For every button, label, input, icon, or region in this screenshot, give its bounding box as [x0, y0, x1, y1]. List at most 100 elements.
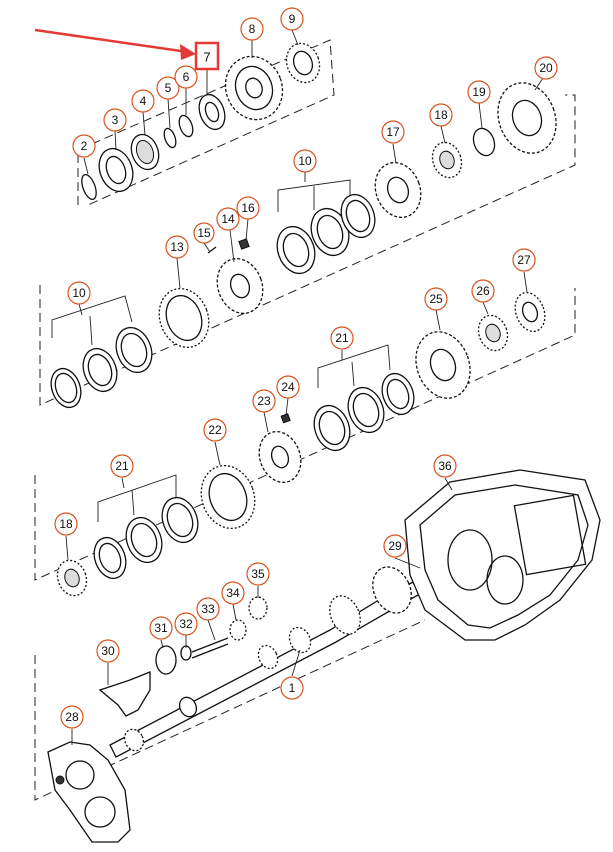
callout-20: 20: [534, 56, 558, 80]
callout-25: 25: [424, 287, 448, 311]
callout-6: 6: [174, 65, 198, 89]
callout-14: 14: [216, 207, 240, 231]
panel-outlines: [34, 39, 576, 801]
synchro-ring-set-21-left: [93, 496, 199, 580]
gear-17: [374, 161, 422, 219]
svg-text:21: 21: [335, 331, 349, 345]
svg-text:14: 14: [221, 212, 235, 226]
svg-text:22: 22: [208, 423, 222, 437]
svg-text:1: 1: [289, 681, 296, 695]
callout-10-top: 10: [293, 149, 317, 173]
callout-10-left: 10: [67, 281, 91, 305]
svg-text:18: 18: [434, 108, 448, 122]
svg-text:3: 3: [112, 113, 119, 127]
synchro-hub-14: [216, 257, 264, 315]
callout-24: 24: [276, 375, 300, 399]
gear-25: [415, 331, 471, 399]
svg-text:28: 28: [65, 710, 79, 724]
callout-28: 28: [60, 705, 84, 729]
sliding-sleeve-22: [200, 464, 256, 530]
svg-text:32: 32: [179, 617, 193, 631]
callout-2: 2: [72, 134, 96, 158]
bearing-18-bottom: [56, 559, 88, 597]
callout-13: 13: [165, 235, 189, 259]
callout-35: 35: [246, 562, 270, 586]
red-arrow: [34, 28, 189, 54]
callout-31: 31: [149, 616, 173, 640]
callout-17: 17: [381, 120, 405, 144]
washer-6: [178, 114, 194, 138]
svg-text:30: 30: [101, 644, 115, 658]
gear-20: [497, 82, 557, 154]
svg-text:23: 23: [257, 394, 271, 408]
svg-text:21: 21: [115, 459, 129, 473]
key-16: [238, 238, 250, 250]
svg-text:5: 5: [165, 81, 172, 95]
end-cover-28: [47, 741, 131, 843]
callout-15: 15: [193, 222, 215, 244]
callout-30: 30: [96, 639, 120, 663]
red-arrowhead: [180, 44, 196, 60]
callout-3: 3: [103, 108, 127, 132]
svg-text:35: 35: [251, 567, 265, 581]
svg-text:31: 31: [154, 621, 168, 635]
highlight-box: [194, 41, 220, 71]
svg-text:13: 13: [170, 240, 184, 254]
callout-16: 16: [236, 196, 260, 220]
callout-21-top: 21: [330, 326, 354, 350]
spring-15: [207, 246, 217, 254]
gear-8: [224, 55, 284, 121]
callout-19: 19: [467, 80, 491, 104]
callout-29: 29: [383, 534, 407, 558]
circlip-5: [163, 127, 177, 149]
svg-text:9: 9: [289, 12, 296, 26]
leader-lines: [51, 29, 544, 745]
bearing-race-3: [98, 147, 134, 193]
callout-26: 26: [471, 279, 495, 303]
synchro-ring-set-21-top: [313, 372, 415, 452]
svg-text:24: 24: [281, 380, 295, 394]
svg-text:27: 27: [517, 253, 531, 267]
svg-text:15: 15: [197, 226, 211, 240]
bearing-26: [477, 314, 509, 352]
synchro-ring-set-10-top: [276, 193, 376, 275]
svg-text:17: 17: [386, 125, 400, 139]
svg-text:8: 8: [249, 22, 256, 36]
callout-22: 22: [203, 418, 227, 442]
svg-text:6: 6: [183, 70, 190, 84]
svg-text:4: 4: [140, 94, 147, 108]
snap-ring-2: [81, 173, 97, 201]
callout-5: 5: [156, 76, 180, 100]
callout-34: 34: [221, 581, 245, 605]
needle-bearing-4: [130, 133, 160, 171]
highlight-label: 7: [203, 50, 210, 65]
svg-text:26: 26: [476, 284, 490, 298]
shift-shaft-parts-31-35: [155, 596, 268, 675]
svg-text:34: 34: [226, 586, 240, 600]
svg-text:29: 29: [388, 539, 402, 553]
callout-18-bottom: 18: [54, 512, 78, 536]
key-24: [280, 413, 291, 424]
svg-text:33: 33: [201, 602, 215, 616]
synchro-hub-9: [285, 42, 321, 84]
callout-9: 9: [280, 7, 304, 31]
callout-8: 8: [240, 17, 264, 41]
bearing-27: [514, 291, 546, 333]
synchro-hub-23: [258, 430, 302, 484]
gearbox-housing-36: [404, 469, 601, 641]
svg-text:20: 20: [539, 61, 553, 75]
callout-18-top: 18: [429, 103, 453, 127]
svg-text:25: 25: [429, 292, 443, 306]
svg-text:36: 36: [438, 459, 452, 473]
svg-text:16: 16: [241, 201, 255, 215]
thrust-washer-7: [198, 93, 226, 131]
callout-33: 33: [196, 597, 220, 621]
callout-32: 32: [174, 612, 198, 636]
callout-21-left: 21: [110, 454, 134, 478]
callout-4: 4: [131, 89, 155, 113]
bearing-18-top: [431, 141, 463, 179]
callout-1: 1: [280, 676, 304, 700]
svg-text:18: 18: [59, 517, 73, 531]
callout-27: 27: [512, 248, 536, 272]
